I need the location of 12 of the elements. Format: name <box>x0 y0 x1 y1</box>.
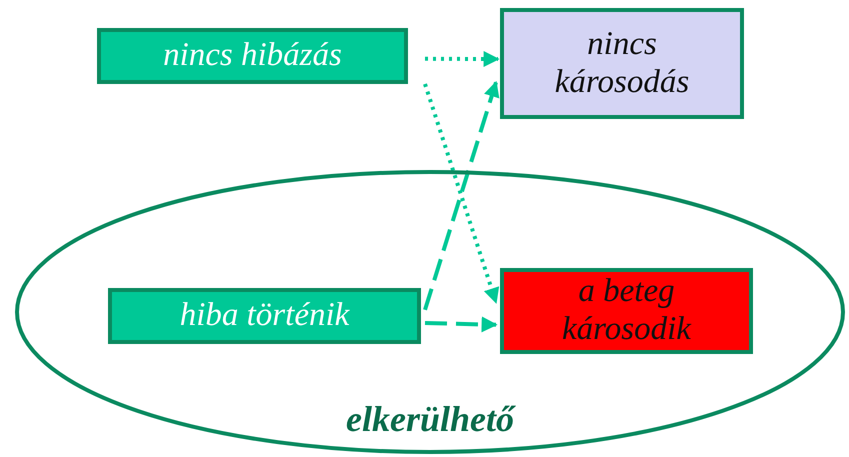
region-ellipse <box>15 170 845 454</box>
process-box <box>108 288 421 344</box>
process-box <box>500 8 744 119</box>
box-label: a beteg károsodik <box>561 273 692 349</box>
arrow <box>425 51 500 67</box>
region-label: elkerülhető <box>346 398 514 440</box>
box-label: nincs hibázás <box>163 37 342 75</box>
arrow <box>424 316 498 332</box>
box-label: hiba történik <box>180 297 350 335</box>
process-box <box>97 28 408 84</box>
box-label: nincs károsodás <box>554 26 690 102</box>
process-box <box>500 268 753 354</box>
